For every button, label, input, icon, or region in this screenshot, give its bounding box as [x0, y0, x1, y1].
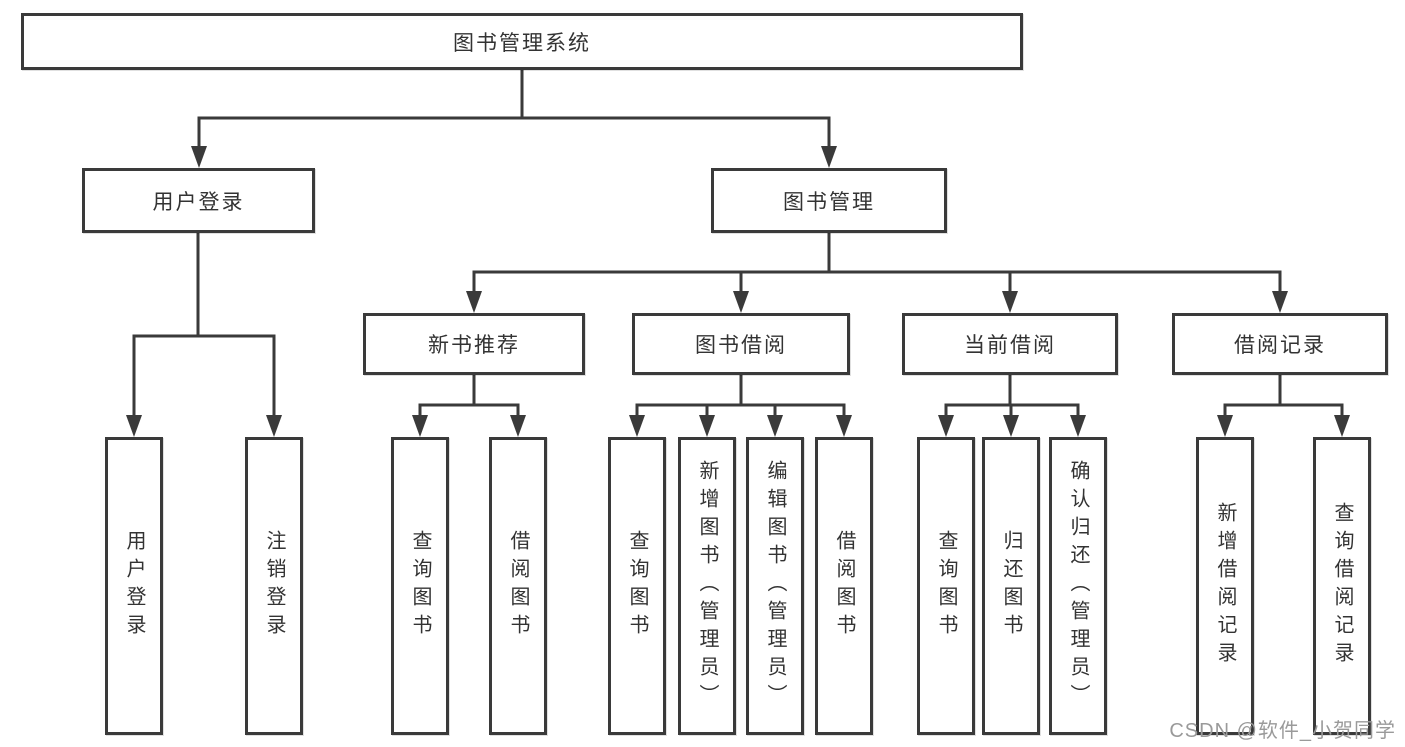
node-leaf-return-book: 归还图书: [982, 437, 1040, 735]
node-leaf-borrow-book-2-label: 借阅图书: [833, 530, 855, 642]
node-leaf-borrow-book-2: 借阅图书: [815, 437, 873, 735]
node-leaf-add-record: 新增借阅记录: [1196, 437, 1254, 735]
node-leaf-query-book-2-label: 查询图书: [626, 530, 648, 642]
node-new-book-rec-label: 新书推荐: [428, 334, 520, 357]
node-book-borrow: 图书借阅: [632, 313, 850, 375]
node-root: 图书管理系统: [21, 13, 1023, 70]
node-current-borrow-label: 当前借阅: [964, 334, 1056, 357]
connector-new-book-rec-to-leaves: [412, 375, 526, 437]
node-leaf-add-book-label: 新增图书（管理员）: [696, 460, 718, 712]
node-leaf-edit-book: 编辑图书（管理员）: [746, 437, 804, 735]
node-user-login: 用户登录: [82, 168, 315, 233]
node-root-label: 图书管理系统: [453, 31, 591, 55]
node-leaf-borrow-book-1-label: 借阅图书: [507, 530, 529, 642]
node-leaf-query-book-3-label: 查询图书: [935, 530, 957, 642]
node-leaf-confirm-return-label: 确认归还（管理员）: [1067, 460, 1089, 712]
connector-borrow-records-to-leaves: [1217, 375, 1350, 437]
node-current-borrow: 当前借阅: [902, 313, 1118, 375]
node-leaf-return-book-label: 归还图书: [1000, 530, 1022, 642]
node-leaf-query-book-2: 查询图书: [608, 437, 666, 735]
connector-user-login-to-leaves: [126, 233, 282, 437]
connector-root-to-level2: [191, 70, 837, 168]
node-leaf-user-login: 用户登录: [105, 437, 163, 735]
node-new-book-rec: 新书推荐: [363, 313, 585, 375]
node-user-login-label: 用户登录: [152, 190, 245, 214]
connector-current-borrow-to-leaves: [938, 375, 1086, 437]
node-book-borrow-label: 图书借阅: [695, 334, 787, 357]
node-borrow-records-label: 借阅记录: [1234, 334, 1326, 357]
node-book-mgmt-label: 图书管理: [783, 190, 875, 214]
node-leaf-borrow-book-1: 借阅图书: [489, 437, 547, 735]
node-leaf-query-record: 查询借阅记录: [1313, 437, 1371, 735]
node-leaf-user-login-label: 用户登录: [123, 530, 145, 642]
connector-book-mgmt-to-level3: [466, 233, 1288, 313]
node-leaf-add-record-label: 新增借阅记录: [1214, 502, 1236, 670]
node-leaf-query-record-label: 查询借阅记录: [1331, 502, 1353, 670]
node-leaf-logout-label: 注销登录: [263, 530, 285, 642]
connector-book-borrow-to-leaves: [629, 375, 852, 437]
node-leaf-query-book-3: 查询图书: [917, 437, 975, 735]
node-leaf-edit-book-label: 编辑图书（管理员）: [764, 460, 786, 712]
node-leaf-confirm-return: 确认归还（管理员）: [1049, 437, 1107, 735]
node-book-mgmt: 图书管理: [711, 168, 947, 233]
node-leaf-query-book-1: 查询图书: [391, 437, 449, 735]
node-leaf-query-book-1-label: 查询图书: [409, 530, 431, 642]
node-borrow-records: 借阅记录: [1172, 313, 1388, 375]
node-leaf-add-book: 新增图书（管理员）: [678, 437, 736, 735]
node-leaf-logout: 注销登录: [245, 437, 303, 735]
